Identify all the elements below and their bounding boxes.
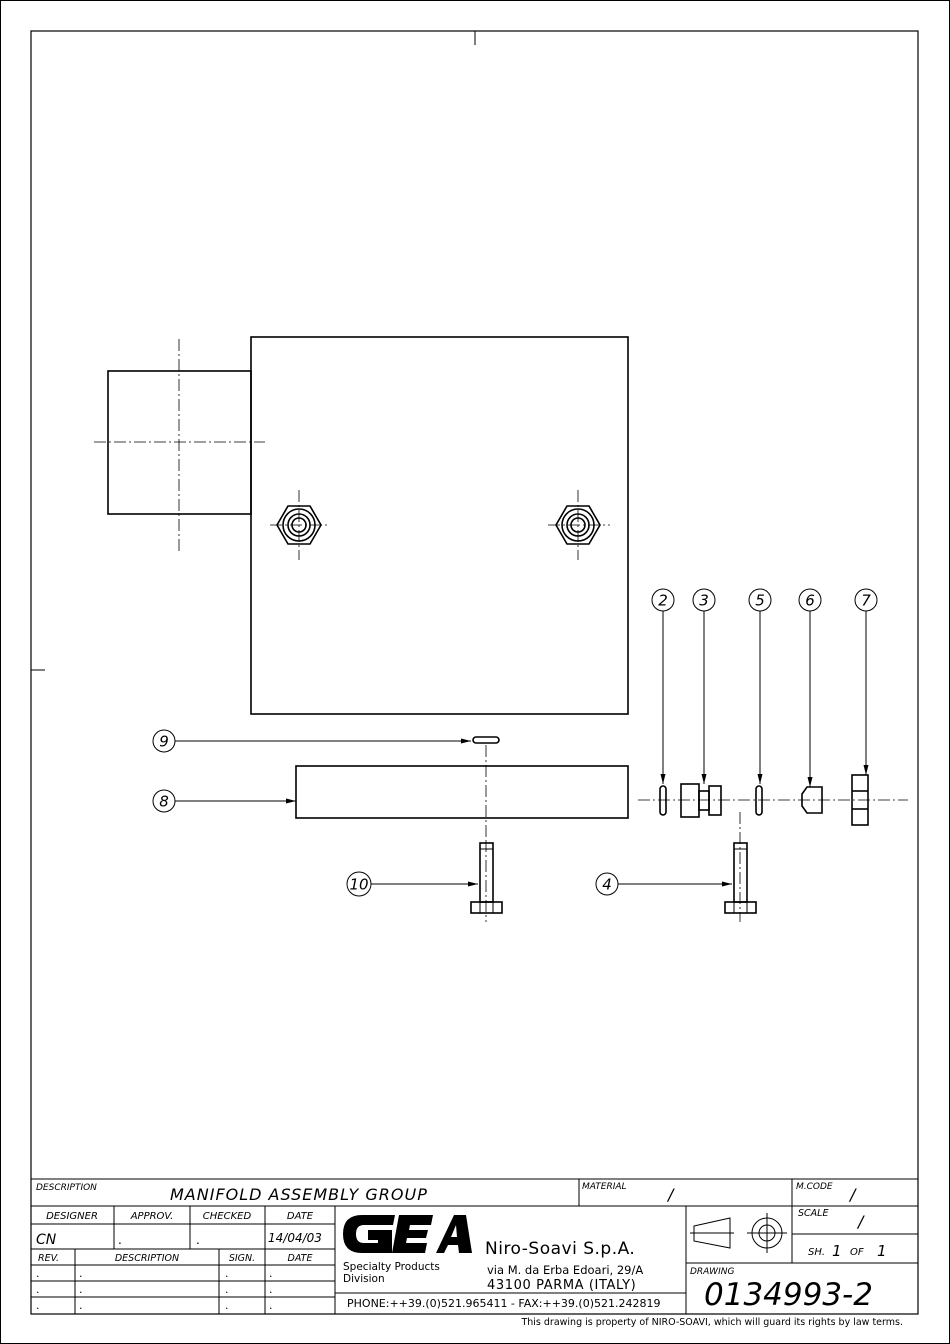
manifold-block <box>250 336 629 715</box>
rev-sign-header: SIGN. <box>229 1253 255 1264</box>
svg-text:.: . <box>36 1299 40 1312</box>
rev-row: . . . . <box>36 1283 273 1296</box>
material-value: / <box>666 1185 675 1204</box>
material-label: MATERIAL <box>582 1182 627 1192</box>
hex-fitting-left <box>270 490 330 560</box>
callout-2: 2 <box>651 588 675 784</box>
svg-text:.: . <box>225 1299 229 1312</box>
svg-text:5: 5 <box>755 592 765 610</box>
exploded-parts <box>295 736 908 922</box>
checked-header: CHECKED <box>203 1211 252 1222</box>
callout-6: 6 <box>798 588 822 787</box>
rev-date-header: DATE <box>288 1253 313 1264</box>
dowel-pin <box>472 736 500 744</box>
designer-header: DESIGNER <box>46 1211 98 1222</box>
hex-nut-7 <box>851 774 869 826</box>
side-port-block <box>107 370 252 515</box>
scale-value: / <box>856 1212 865 1231</box>
drawing-frame <box>30 30 919 1315</box>
svg-text:6: 6 <box>805 592 815 610</box>
svg-text:.: . <box>79 1267 83 1280</box>
description-value: MANIFOLD ASSEMBLY GROUP <box>170 1185 428 1204</box>
sheet-total: 1 <box>877 1242 887 1260</box>
division-line1: Specialty Products <box>343 1261 440 1273</box>
svg-text:7: 7 <box>861 592 871 610</box>
company-name: Niro-Soavi S.p.A. <box>485 1239 635 1259</box>
drawing-number: 0134993-2 <box>704 1277 873 1313</box>
svg-text:.: . <box>36 1283 40 1296</box>
fitting-3 <box>680 783 722 818</box>
svg-text:.: . <box>225 1267 229 1280</box>
sheet-number: 1 <box>832 1242 842 1260</box>
o-ring-2 <box>659 785 667 816</box>
callout-3: 3 <box>692 588 716 784</box>
svg-text:4: 4 <box>602 876 612 894</box>
address-line1: via M. da Erba Edoari, 29/A <box>487 1263 643 1277</box>
mcode-label: M.CODE <box>796 1182 833 1192</box>
gea-logo <box>343 1215 472 1253</box>
title-block: DESCRIPTION MANIFOLD ASSEMBLY GROUP MATE… <box>31 1178 918 1314</box>
svg-text:2: 2 <box>658 592 668 610</box>
svg-text:3: 3 <box>699 592 709 610</box>
designer-value: CN <box>36 1232 57 1248</box>
description-label: DESCRIPTION <box>36 1183 97 1193</box>
approv-value: . <box>118 1233 122 1247</box>
phone-fax: PHONE:++39.(0)521.965411 - FAX:++39.(0)5… <box>347 1297 660 1310</box>
manifold-top-view <box>94 336 629 715</box>
callout-10: 10 <box>346 871 478 897</box>
svg-text:8: 8 <box>159 793 169 811</box>
svg-text:.: . <box>36 1267 40 1280</box>
date-header: DATE <box>287 1211 314 1222</box>
rev-row: . . . . <box>36 1267 273 1280</box>
projection-symbol <box>690 1213 787 1253</box>
svg-text:.: . <box>269 1299 273 1312</box>
sheet-label: SH. <box>808 1247 825 1258</box>
drawing-label: DRAWING <box>690 1267 734 1277</box>
callout-7: 7 <box>854 588 878 775</box>
property-note: This drawing is property of NIRO-SOAVI, … <box>520 1317 903 1328</box>
svg-text:.: . <box>79 1299 83 1312</box>
callout-5: 5 <box>748 588 772 784</box>
scale-label: SCALE <box>798 1208 828 1219</box>
bolt-4 <box>724 812 757 922</box>
rev-header: REV. <box>38 1253 59 1264</box>
date-value: 14/04/03 <box>268 1231 322 1245</box>
mcode-value: / <box>848 1185 857 1204</box>
sheet-of-label: OF <box>850 1247 864 1258</box>
o-ring-5 <box>755 785 763 816</box>
svg-text:10: 10 <box>349 876 368 894</box>
svg-text:9: 9 <box>159 733 169 751</box>
checked-value: . <box>196 1233 200 1247</box>
svg-text:.: . <box>269 1267 273 1280</box>
svg-text:.: . <box>225 1283 229 1296</box>
division-line2: Division <box>343 1273 385 1285</box>
bolt-10 <box>470 840 503 922</box>
approv-header: APPROV. <box>130 1211 174 1222</box>
manifold-bar <box>295 765 629 819</box>
svg-text:.: . <box>79 1283 83 1296</box>
address-line2: 43100 PARMA (ITALY) <box>487 1278 636 1293</box>
callout-8: 8 <box>152 789 296 813</box>
svg-text:.: . <box>269 1283 273 1296</box>
plug-6 <box>801 786 823 814</box>
callout-9: 9 <box>152 729 471 753</box>
rev-description-header: DESCRIPTION <box>115 1253 179 1264</box>
callout-4: 4 <box>595 872 732 896</box>
rev-row: . . . . <box>36 1299 273 1312</box>
callouts: 2 3 5 6 7 9 <box>152 588 878 897</box>
hex-fitting-right <box>548 490 610 560</box>
